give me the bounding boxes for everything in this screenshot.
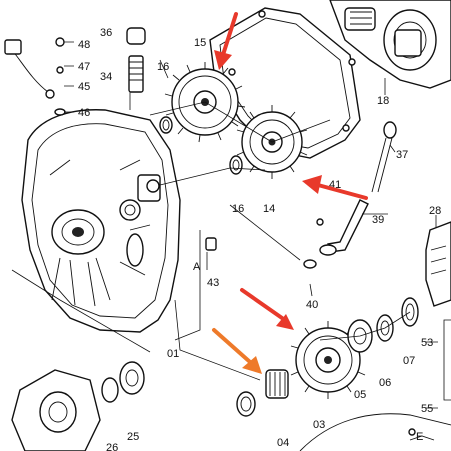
callout-25: 25 (127, 431, 139, 443)
right-side-assembly (425, 221, 451, 401)
red-arrow-gear-15 (214, 12, 238, 70)
callout-34: 34 (100, 71, 112, 83)
callout-18: 18 (377, 95, 389, 107)
callout-07: 07 (403, 355, 415, 367)
callout-26: 26 (106, 442, 118, 451)
orange-arrow-coupling-04 (212, 328, 262, 374)
assembly-guide-lines (11, 41, 438, 409)
callout-46: 46 (78, 107, 90, 119)
callout-06: 06 (379, 377, 391, 389)
callout-14: 14 (263, 203, 275, 215)
callout-15: 15 (194, 37, 206, 49)
bearings-05-06-07 (347, 297, 419, 353)
callout-43: 43 (207, 277, 219, 289)
callout-a: A (193, 261, 201, 273)
callout-05: 05 (354, 389, 366, 401)
callout-28: 28 (429, 205, 441, 217)
callout-03: 03 (313, 419, 325, 431)
planetary-hub (11, 361, 145, 451)
callout-48: 48 (78, 39, 90, 51)
callout-e: E (416, 431, 423, 443)
callout-36: 36 (100, 27, 112, 39)
callout-16-lower: 16 (232, 203, 244, 215)
lower-case-fragment (299, 413, 451, 451)
callout-55: 55 (421, 403, 433, 415)
gear-03 (290, 321, 366, 399)
callout-labels: 36 48 47 45 46 34 15 16 16 14 41 39 37 1… (78, 27, 441, 451)
callout-53: 53 (421, 337, 433, 349)
red-arrow-gear-03 (240, 288, 294, 330)
callout-39: 39 (372, 214, 384, 226)
callout-37: 37 (396, 149, 408, 161)
sensor-assembly (4, 27, 146, 116)
callout-01: 01 (167, 348, 179, 360)
snap-rings-16 (159, 116, 243, 175)
dipstick-and-pipe (303, 121, 397, 269)
red-arrow-gear-14 (302, 175, 368, 200)
callout-40: 40 (306, 299, 318, 311)
callout-16-upper: 16 (157, 61, 169, 73)
callout-04: 04 (277, 437, 289, 449)
motor-assembly (329, 0, 451, 89)
pin-43 (205, 237, 217, 251)
spline-coupling-04 (236, 369, 289, 417)
callout-45: 45 (78, 81, 90, 93)
callout-47: 47 (78, 61, 90, 73)
transmission-housing (21, 109, 181, 333)
highlight-arrows (212, 12, 368, 374)
